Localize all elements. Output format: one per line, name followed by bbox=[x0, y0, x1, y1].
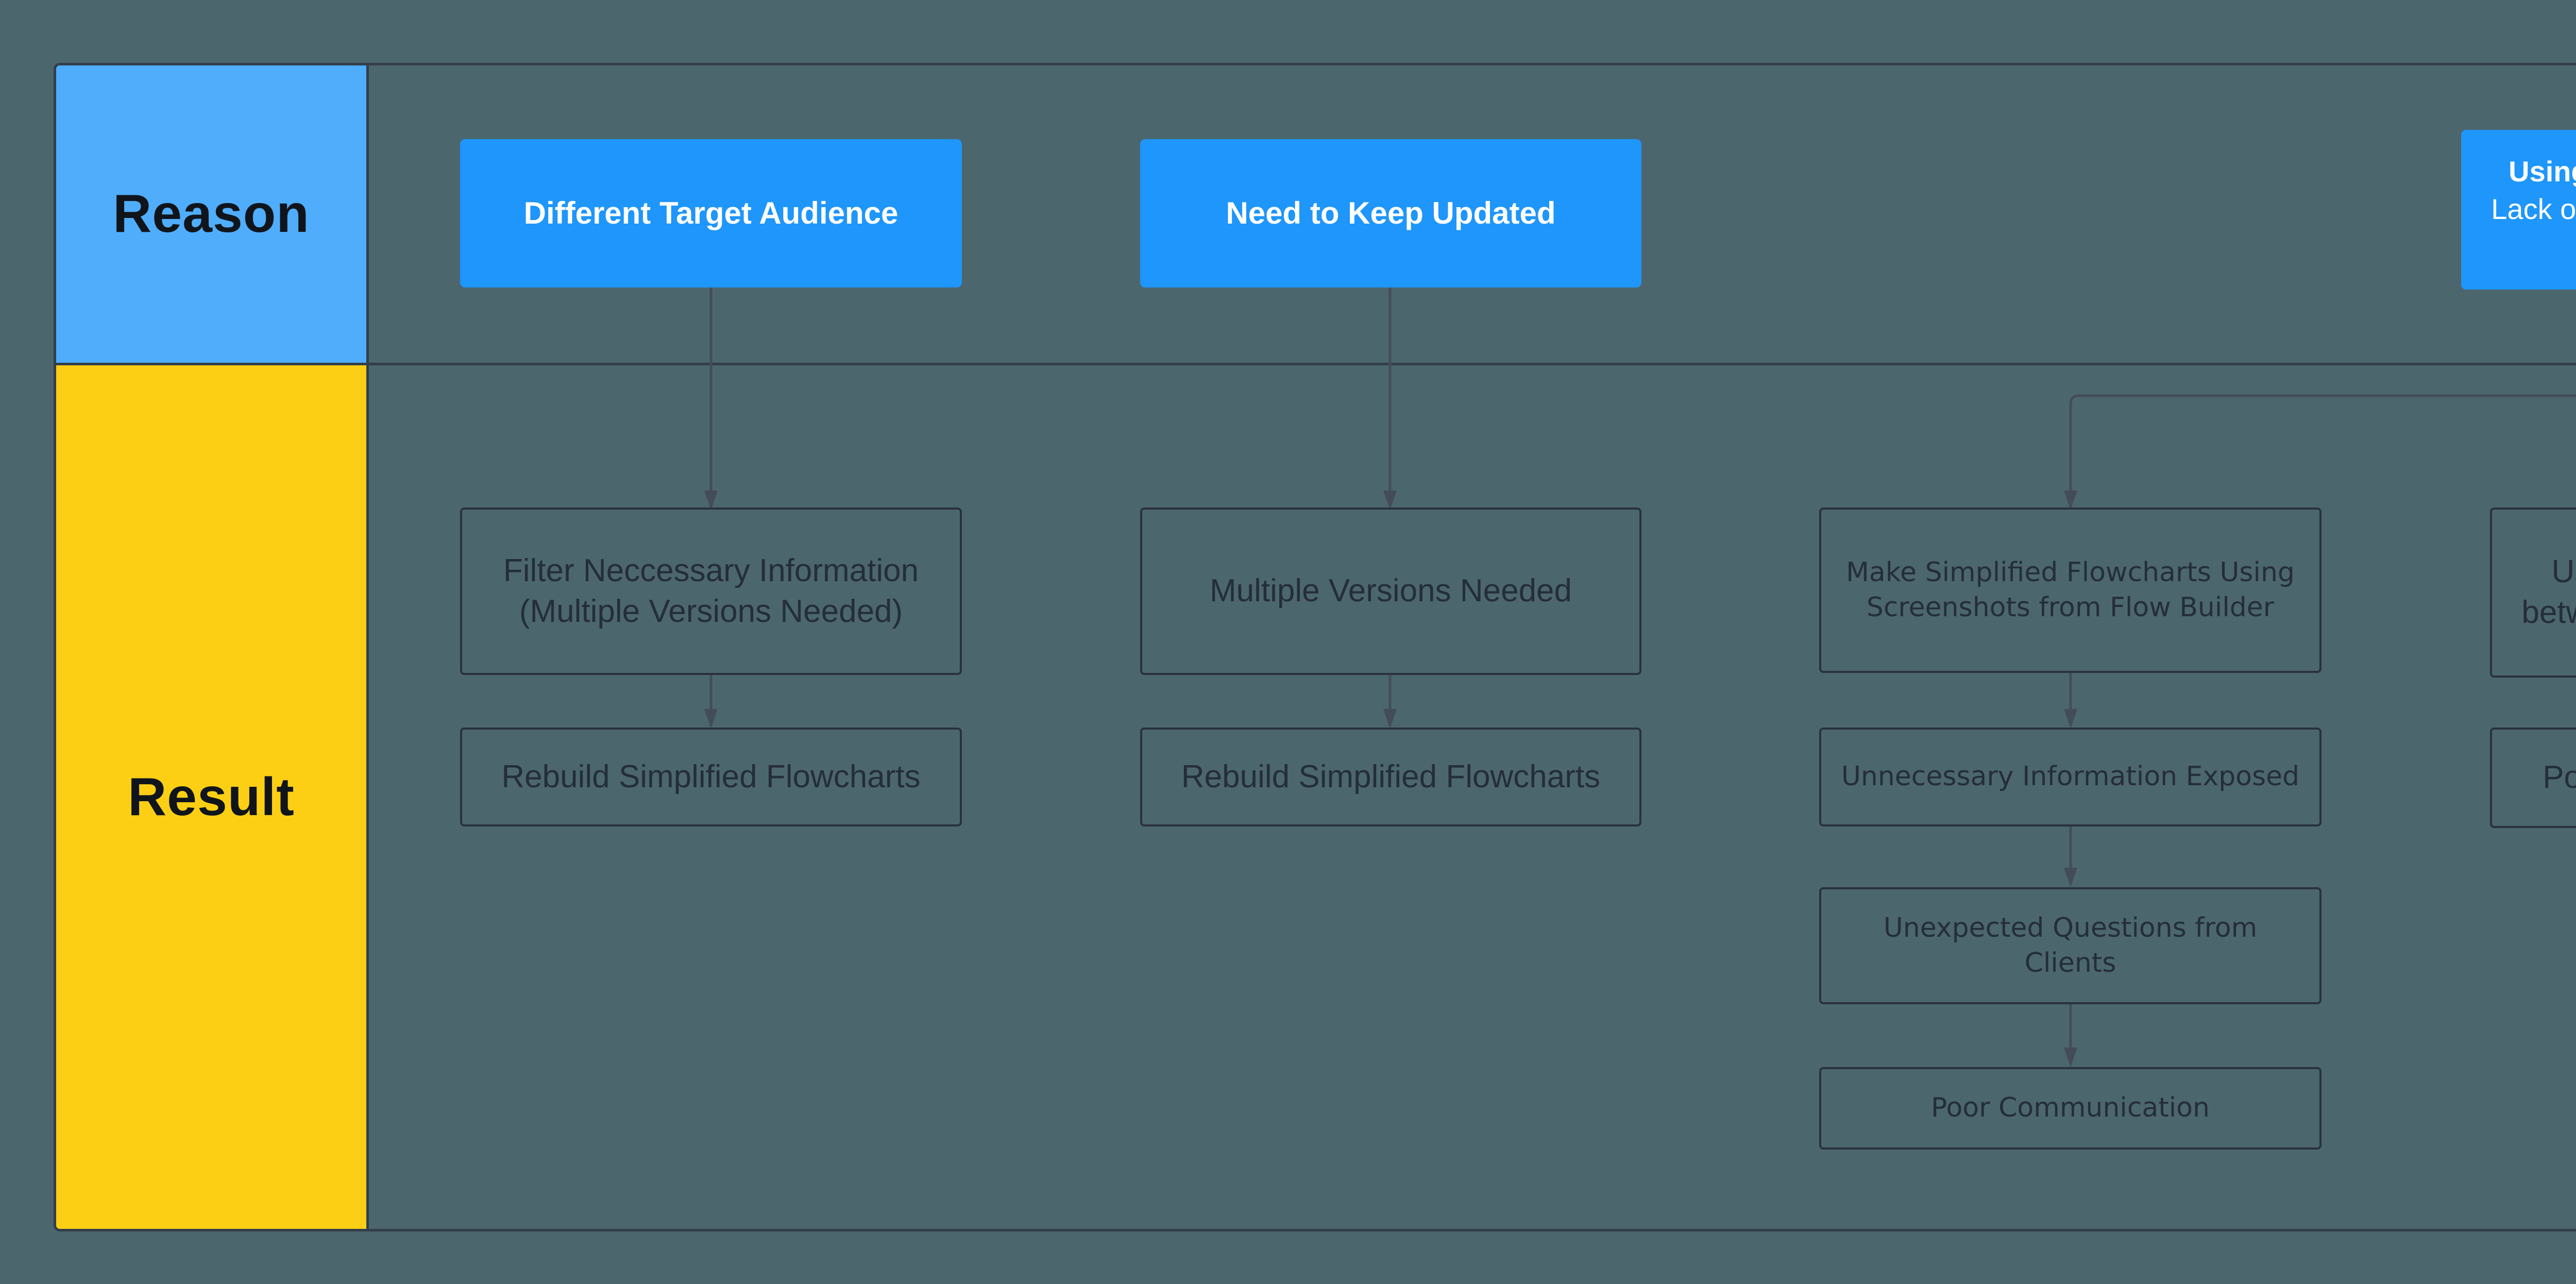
result-node-unnecessary-information: Unnecessary Information Exposed bbox=[1819, 728, 2321, 826]
result-node-text: Use Spilt Screens or Jump between Tabs w… bbox=[2521, 554, 2576, 630]
reason-node-different-target-audience: Different Target Audience bbox=[460, 139, 962, 288]
reason-node-need-to-keep-updated: Need to Keep Updated bbox=[1140, 139, 1641, 288]
result-node-poor-rebuilding-experience: Poor Rebuilding Experience bbox=[2490, 728, 2576, 828]
reason-node-external-visualization-tools: Using External Visualization Tools Lack … bbox=[2461, 130, 2576, 290]
row-header-reason-cell: Reason bbox=[56, 65, 366, 363]
reason-node-label: Need to Keep Updated bbox=[1226, 196, 1556, 230]
result-node-filter-information: Filter Neccessary Information (Multiple … bbox=[460, 508, 962, 675]
result-node-text: Poor Rebuilding Experience bbox=[2543, 759, 2576, 796]
reason-node-label: Different Target Audience bbox=[523, 196, 899, 230]
result-node-text: Unexpected Questions from Clients bbox=[1883, 912, 2258, 978]
reason-node-label: Using External Visualization Tools bbox=[2509, 155, 2576, 188]
header-column-divider bbox=[366, 65, 369, 1229]
table-frame: Reason Result bbox=[54, 63, 2576, 1231]
result-node-text: Rebuild Simplified Flowcharts bbox=[501, 758, 921, 795]
result-node-text: Multiple Versions Needed bbox=[1209, 573, 1572, 609]
result-node-text: Make Simplified Flowcharts Using Screens… bbox=[1846, 556, 2295, 623]
reason-node-sublabel: Lack of Integration of Salesforce Native… bbox=[2491, 193, 2576, 226]
row-header-result-cell: Result bbox=[56, 365, 366, 1229]
row-divider bbox=[56, 363, 2576, 365]
row-header-reason-label: Reason bbox=[113, 184, 310, 244]
result-node-unexpected-questions: Unexpected Questions from Clients bbox=[1819, 887, 2321, 1004]
row-header-result-label: Result bbox=[128, 767, 295, 827]
result-node-split-screens: Use Spilt Screens or Jump between Tabs w… bbox=[2490, 508, 2576, 678]
result-node-make-simplified-flowcharts: Make Simplified Flowcharts Using Screens… bbox=[1819, 508, 2321, 673]
result-node-text: Poor Communication bbox=[1931, 1092, 2210, 1124]
result-node-text: Unnecessary Information Exposed bbox=[1841, 761, 2300, 792]
result-node-text: Filter Neccessary Information (Multiple … bbox=[503, 552, 919, 629]
result-node-rebuild-flowcharts-2: Rebuild Simplified Flowcharts bbox=[1140, 728, 1641, 826]
result-node-multiple-versions: Multiple Versions Needed bbox=[1140, 508, 1641, 675]
result-node-poor-communication: Poor Communication bbox=[1819, 1067, 2321, 1150]
result-node-rebuild-flowcharts-1: Rebuild Simplified Flowcharts bbox=[460, 728, 962, 826]
result-node-text: Rebuild Simplified Flowcharts bbox=[1181, 758, 1601, 795]
